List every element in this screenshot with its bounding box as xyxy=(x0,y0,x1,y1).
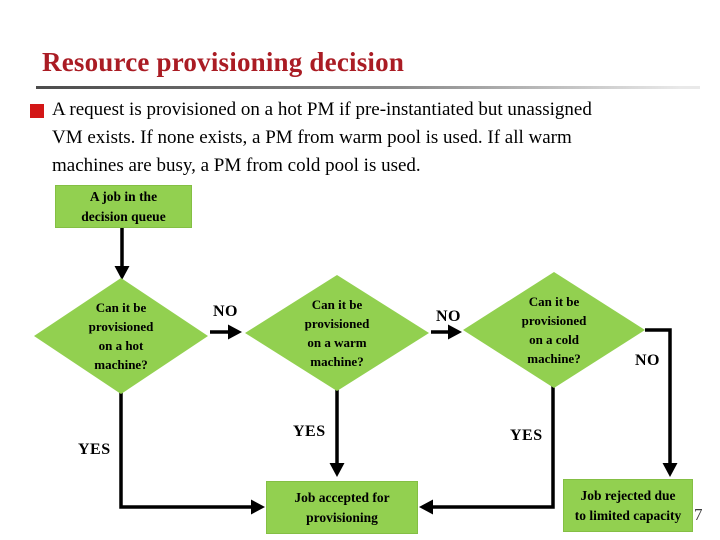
arrow-hot-to-accepted-yes xyxy=(119,392,255,509)
edge-label-yes-hot: YES xyxy=(78,441,111,458)
arrowhead-cold-to-accepted xyxy=(419,499,433,515)
flow-node-start: A job in the decision queue xyxy=(55,185,192,228)
arrowhead-start-to-hot xyxy=(114,266,130,280)
arrowhead-hot-to-accepted xyxy=(251,499,265,515)
arrowhead-hot-to-warm xyxy=(228,324,242,340)
arrow-cold-to-rejected-no xyxy=(645,328,672,467)
edge-label-no-cold: NO xyxy=(635,352,660,369)
bullet-square-icon xyxy=(30,104,44,118)
page-number: 7 xyxy=(694,505,703,524)
page-title: Resource provisioning decision xyxy=(42,47,405,77)
edge-label-no-warm: NO xyxy=(436,308,461,325)
title-divider xyxy=(36,86,700,89)
bullet-text: A request is provisioned on a hot PM if … xyxy=(52,99,592,176)
edge-label-yes-warm: YES xyxy=(293,423,326,440)
arrowhead-warm-to-accepted xyxy=(329,463,345,477)
arrowhead-cold-to-rejected xyxy=(662,463,678,477)
edge-label-no-hot: NO xyxy=(213,303,238,320)
flow-node-accepted: Job accepted for provisioning xyxy=(266,481,418,534)
arrow-cold-to-accepted-yes xyxy=(429,386,555,509)
flow-node-rejected: Job rejected due to limited capacity xyxy=(563,479,693,532)
edge-label-yes-cold: YES xyxy=(510,427,543,444)
arrowhead-warm-to-cold xyxy=(448,324,462,340)
